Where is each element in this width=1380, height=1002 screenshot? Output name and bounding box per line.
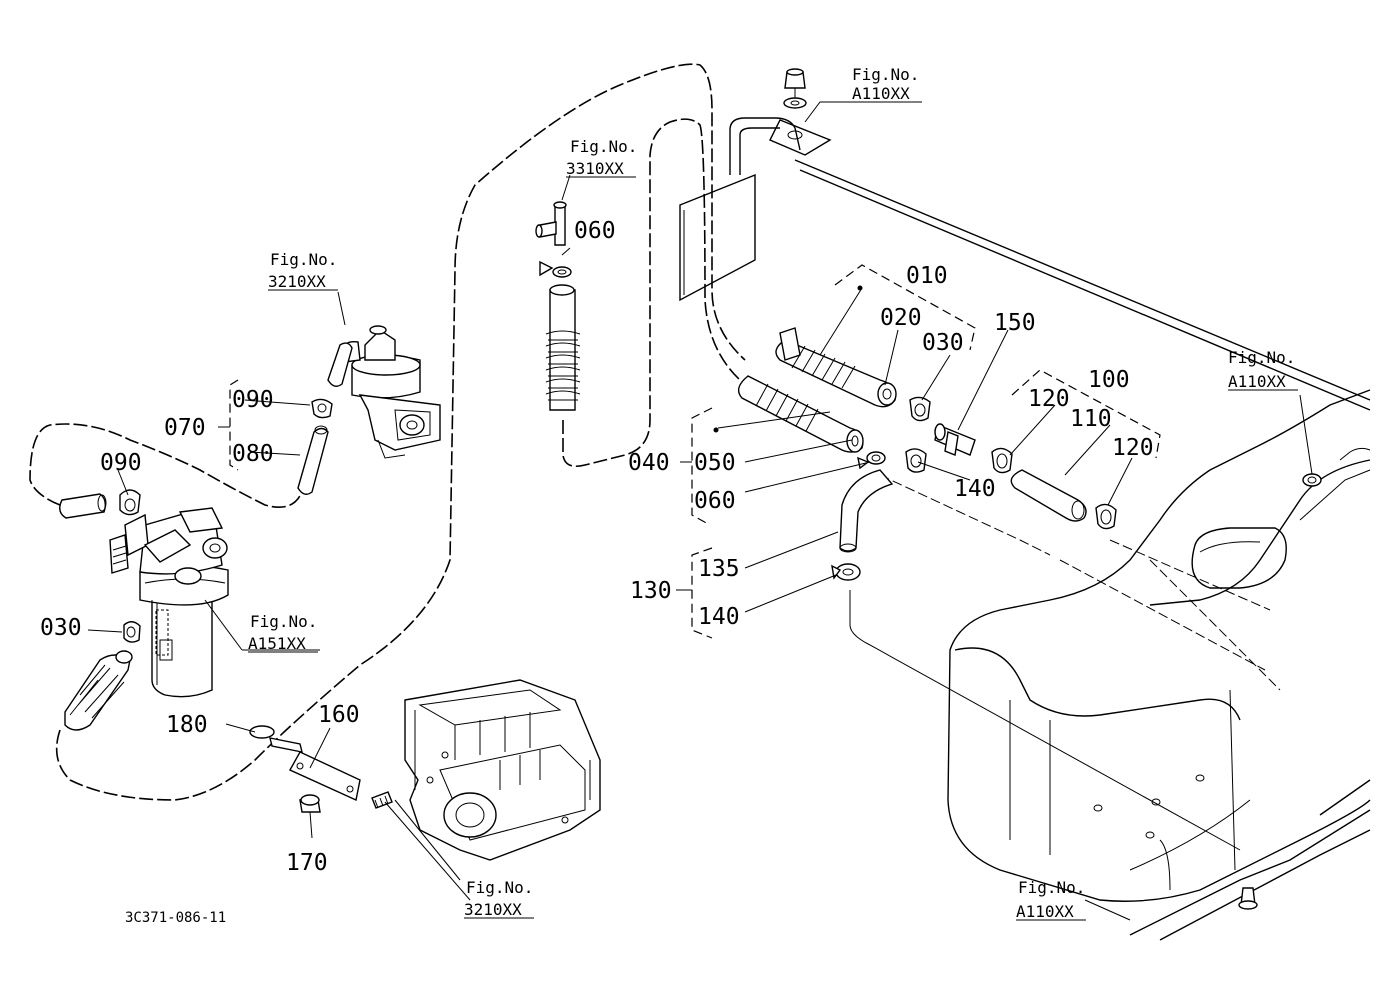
part-number-labels: 010 020 030 030 040 050 060 060 070 080 … bbox=[40, 218, 1154, 876]
fig-label-5: Fig.No. bbox=[250, 612, 317, 631]
clamp-030-right bbox=[909, 396, 931, 422]
filter-to-pump-hose bbox=[29, 423, 306, 508]
part-080-label: 080 bbox=[232, 441, 274, 467]
hose-110 bbox=[1010, 469, 1087, 522]
fig-ref-3310xx: 3310XX bbox=[566, 159, 624, 178]
fig-ref-a110xx-bottom: A110XX bbox=[1016, 902, 1074, 921]
part-090-pump-label: 090 bbox=[232, 387, 274, 413]
group-brackets bbox=[218, 264, 1161, 639]
part-120-left-label: 120 bbox=[1028, 386, 1070, 412]
part-140-lower-label: 140 bbox=[698, 604, 740, 630]
fuel-pump bbox=[341, 325, 441, 459]
figure-reference-labels: Fig.No. A110XX Fig.No. 3310XX Fig.No. 32… bbox=[248, 65, 1295, 921]
fuel-tank bbox=[947, 389, 1371, 941]
fig-label-6: Fig.No. bbox=[466, 878, 533, 897]
tee-fitting-150 bbox=[934, 423, 976, 456]
fig-ref-a110xx-top: A110XX bbox=[852, 84, 910, 103]
tank-mounting-bracket bbox=[679, 117, 1371, 411]
clamp-120-right bbox=[1095, 503, 1117, 530]
hose-080 bbox=[297, 425, 329, 495]
bracket-160 bbox=[289, 751, 361, 802]
fig-label-7: Fig.No. bbox=[1018, 878, 1085, 897]
fig-ref-a151xx: A151XX bbox=[248, 634, 306, 653]
nut-170 bbox=[299, 794, 321, 813]
clamp-030-left bbox=[123, 621, 141, 643]
drawing-code: 3C371-086-11 bbox=[125, 910, 226, 926]
clamp-090-filter bbox=[119, 489, 141, 516]
leader-lines bbox=[87, 101, 1313, 921]
fig-label-1: Fig.No. bbox=[852, 65, 919, 84]
part-060-right-label: 060 bbox=[694, 488, 736, 514]
part-150-label: 150 bbox=[994, 310, 1036, 336]
part-135-label: 135 bbox=[698, 556, 740, 582]
part-020-label: 020 bbox=[880, 305, 922, 331]
corrugated-hose-center bbox=[545, 284, 581, 411]
clamp-060-right bbox=[857, 451, 886, 470]
part-050-label: 050 bbox=[694, 450, 736, 476]
fig-label-3: Fig.No. bbox=[270, 250, 337, 269]
part-060-top-label: 060 bbox=[574, 218, 616, 244]
clamp-140-upper bbox=[905, 448, 927, 473]
part-100-label: 100 bbox=[1088, 367, 1130, 393]
hose-piece-filter bbox=[59, 493, 107, 519]
part-160-label: 160 bbox=[318, 702, 360, 728]
part-180-label: 180 bbox=[166, 712, 208, 738]
fitting-bolt bbox=[371, 791, 393, 809]
fuel-filter bbox=[109, 507, 229, 698]
engine-block bbox=[404, 679, 601, 861]
pump-short-hose bbox=[327, 342, 353, 387]
part-070-label: 070 bbox=[164, 415, 206, 441]
fig-label-2: Fig.No. bbox=[570, 137, 637, 156]
return-fuel-pipe-inner bbox=[562, 118, 741, 468]
part-140-upper-label: 140 bbox=[954, 476, 996, 502]
part-120-right-label: 120 bbox=[1112, 435, 1154, 461]
clip-180 bbox=[249, 725, 303, 753]
clamp-060-top bbox=[539, 260, 572, 278]
part-030-left-label: 030 bbox=[40, 615, 82, 641]
return-fuel-pipe bbox=[55, 63, 746, 801]
clamp-140-lower bbox=[831, 563, 861, 581]
corrugated-hose-left bbox=[64, 650, 133, 731]
part-130-label: 130 bbox=[630, 578, 672, 604]
fig-ref-3210xx-engine: 3210XX bbox=[464, 900, 522, 919]
part-110-label: 110 bbox=[1070, 406, 1112, 432]
part-040-label: 040 bbox=[628, 450, 670, 476]
hose-assembly-010 bbox=[775, 327, 897, 408]
fig-ref-3210xx-pump: 3210XX bbox=[268, 272, 326, 291]
hose-135 bbox=[839, 469, 894, 553]
clamp-120-left bbox=[991, 447, 1013, 474]
sight-line-a bbox=[849, 590, 1241, 851]
part-030-right-label: 030 bbox=[922, 330, 964, 356]
part-170-label: 170 bbox=[286, 850, 328, 876]
sight-line-b bbox=[879, 474, 1281, 691]
clamp-090-pump bbox=[311, 398, 333, 419]
part-090-filter-label: 090 bbox=[100, 450, 142, 476]
fig-ref-a110xx-right: A110XX bbox=[1228, 372, 1286, 391]
hose-assembly-040 bbox=[737, 375, 864, 453]
part-010-label: 010 bbox=[906, 263, 948, 289]
fig-label-4: Fig.No. bbox=[1228, 348, 1295, 367]
bracket-bolt bbox=[783, 68, 807, 109]
tee-fitting-top bbox=[535, 201, 567, 246]
